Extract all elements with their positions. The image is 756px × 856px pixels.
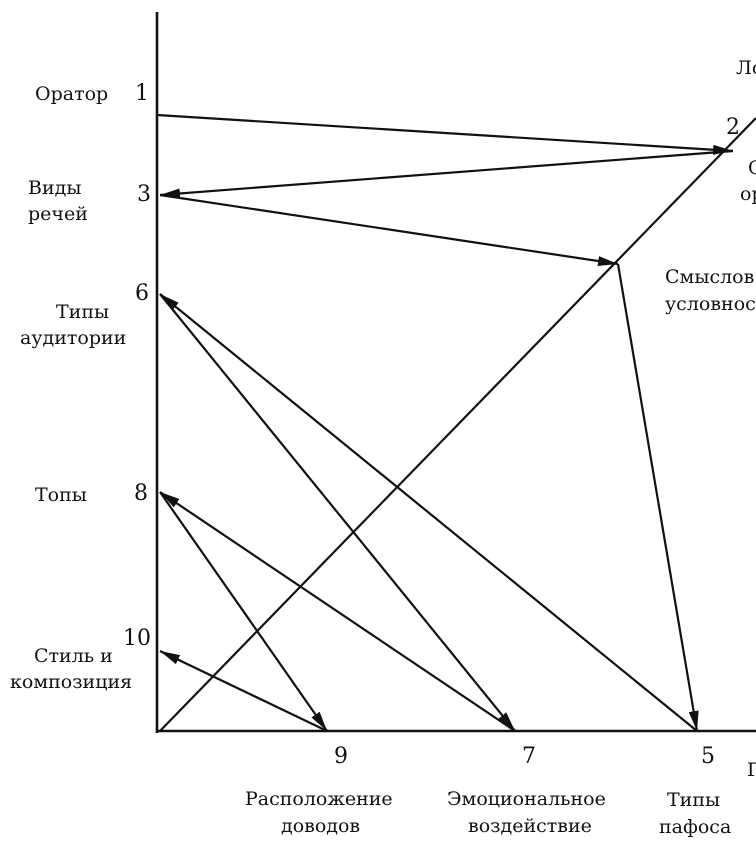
arrow-1-to-2 <box>156 113 734 155</box>
label-stil-line2: композиция <box>10 671 132 693</box>
arrow-9-to-10 <box>159 650 328 732</box>
label-tipy-pafosa-line2: пафоса <box>659 816 731 838</box>
label-cut-bottom-right: Г <box>747 759 756 781</box>
label-topy: Топы <box>35 484 87 506</box>
arrow-4-to-5 <box>616 263 699 732</box>
label-tipy-pafosa-line1: Типы <box>667 789 720 811</box>
diagonal-line <box>159 117 756 732</box>
number-10: 10 <box>123 626 151 651</box>
label-smyslov-line1: Смыслов <box>665 266 754 288</box>
number-8: 8 <box>134 481 148 506</box>
label-cut-o: О <box>748 157 756 179</box>
number-7: 7 <box>522 744 536 769</box>
arrow-6-to-7 <box>159 293 516 732</box>
label-tipy-auditorii-line2: аудитории <box>20 327 126 349</box>
number-1: 1 <box>135 81 149 106</box>
arrow-7-to-8 <box>159 491 516 732</box>
label-vidy-line1: Виды <box>28 177 81 199</box>
number-5: 5 <box>701 744 715 769</box>
label-smyslov-line2: условнос <box>665 293 756 315</box>
number-2: 2 <box>726 115 740 140</box>
label-cut-or: ор <box>740 183 756 205</box>
label-vidy-line2: речей <box>28 203 88 225</box>
label-raspolozhenie-line2: доводов <box>281 815 360 837</box>
number-3: 3 <box>137 182 151 207</box>
arrow-3-to-4 <box>159 193 619 266</box>
label-emocionalnoe-line1: Эмоциональное <box>447 788 606 810</box>
label-orator: Оратор <box>35 83 108 105</box>
arrow-2-to-3 <box>159 149 734 199</box>
label-stil-line1: Стиль и <box>34 645 113 667</box>
number-6: 6 <box>135 281 149 306</box>
label-emocionalnoe-line2: воздействие <box>468 815 592 837</box>
label-cut-top-right: Ло <box>736 57 756 79</box>
label-tipy-auditorii-line1: Типы <box>56 301 109 323</box>
number-9: 9 <box>334 744 348 769</box>
arrow-8-to-9 <box>159 491 328 732</box>
arrow-5-to-6 <box>159 293 698 732</box>
label-raspolozhenie-line1: Расположение <box>245 788 393 810</box>
